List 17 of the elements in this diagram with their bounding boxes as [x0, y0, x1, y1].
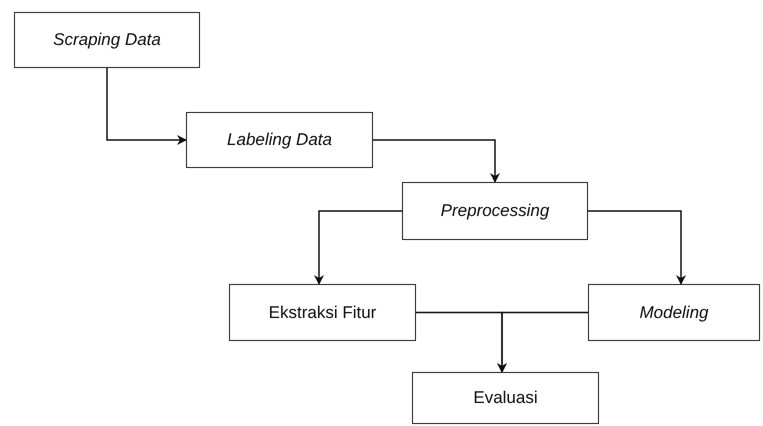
arrow: [373, 139, 500, 183]
process-box: [14, 12, 200, 68]
step-label: Labeling Data: [227, 130, 332, 150]
step-label: Ekstraksi Fitur: [268, 302, 376, 322]
arrow: [588, 210, 686, 285]
process-box: [186, 112, 373, 168]
process-box: [229, 284, 416, 341]
step-label: Scraping Data: [53, 30, 161, 50]
arrow: [106, 68, 187, 145]
process-box: [402, 182, 588, 240]
process-box: [412, 372, 599, 424]
step-label: Modeling: [640, 302, 708, 322]
arrow: [497, 312, 588, 373]
arrow: [314, 210, 402, 285]
step-label: Preprocessing: [440, 201, 550, 221]
process-box: [588, 284, 760, 341]
step-label: Evaluasi: [473, 388, 538, 408]
